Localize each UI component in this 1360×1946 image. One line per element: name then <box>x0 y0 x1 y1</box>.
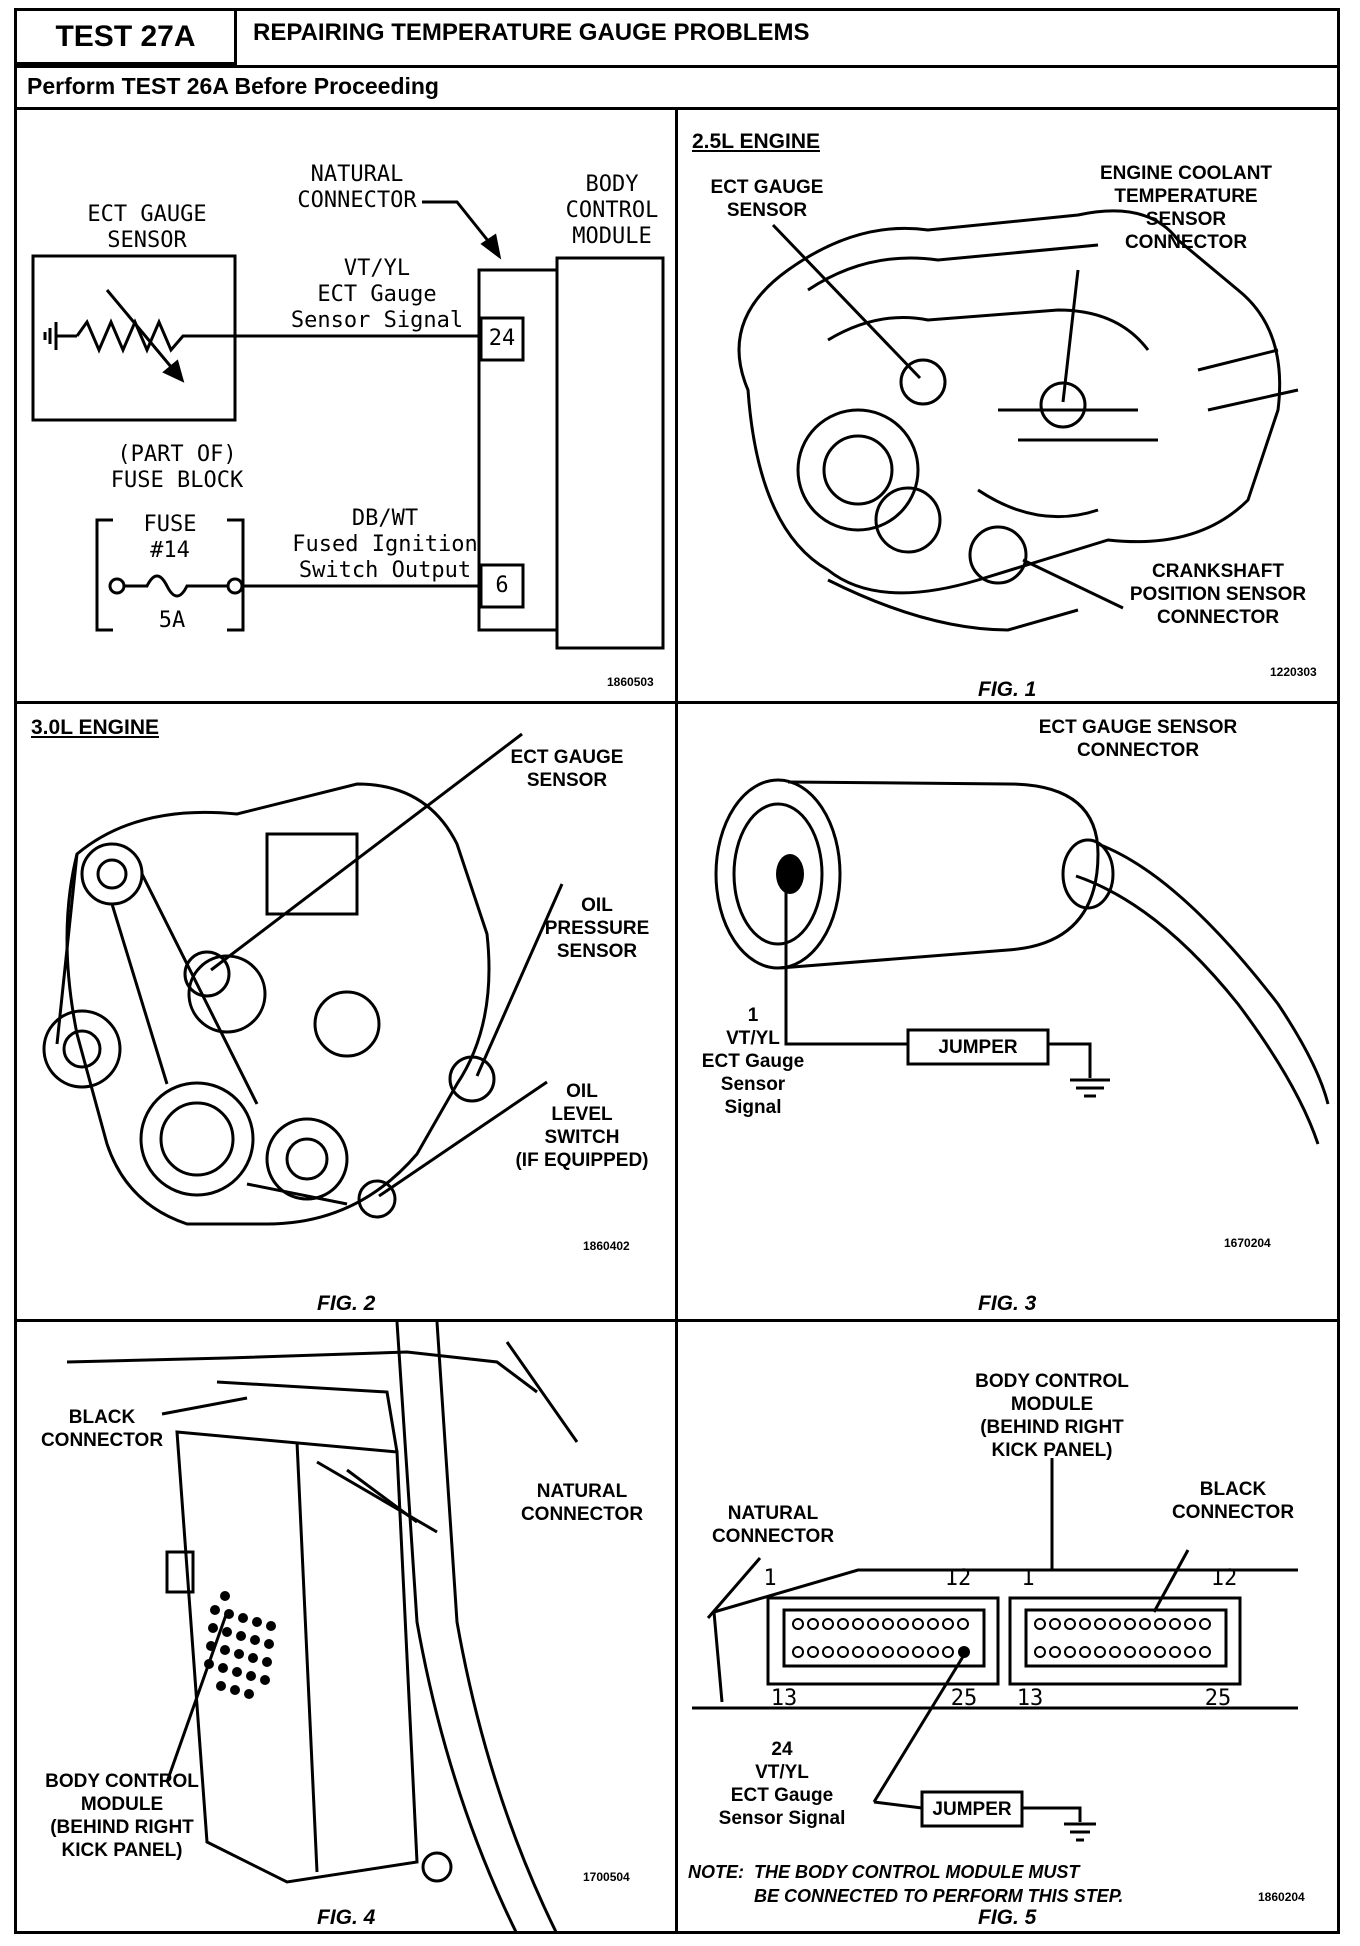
pin-13-black: 13 <box>1016 1686 1044 1711</box>
fig5-bcm-label: BODY CONTROL MODULE (BEHIND RIGHT KICK P… <box>975 1371 1129 1461</box>
fig1-ect-connector-label: ENGINE COOLANT TEMPERATURE SENSOR CONNEC… <box>1099 163 1273 253</box>
fig4-natural-connector-label: NATURAL CONNECTOR <box>520 1481 644 1525</box>
fig4-panel: BLACK CONNECTOR NATURAL CONNECTOR BODY C… <box>17 1322 675 1934</box>
fig3-pin-label: 1 VT/YL ECT Gauge Sensor Signal <box>701 1005 805 1118</box>
pin-24-highlight <box>958 1646 970 1658</box>
page-title: REPAIRING TEMPERATURE GAUGE PROBLEMS <box>253 19 810 46</box>
fig3-panel: ECT GAUGE SENSOR CONNECTOR 1 VT/YL ECT G… <box>678 704 1340 1319</box>
figure-reference: 1220303 <box>1270 665 1317 679</box>
fig5-note-prefix: NOTE: <box>688 1862 744 1882</box>
schematic-drawing <box>31 200 665 650</box>
fig2-title: 3.0L ENGINE <box>31 716 159 739</box>
figure-reference: 1860204 <box>1258 1890 1305 1904</box>
fig5-panel: BODY CONTROL MODULE (BEHIND RIGHT KICK P… <box>678 1322 1340 1934</box>
fig2-caption: FIG. 2 <box>317 1292 376 1315</box>
wire-label-ignition: DB/WT Fused Ignition Switch Output <box>292 506 478 583</box>
bcm-connector-illustration <box>692 1458 1298 1842</box>
fuse-block-label: (PART OF) FUSE BLOCK <box>110 442 244 493</box>
document-page: TEST 27A REPAIRING TEMPERATURE GAUGE PRO… <box>14 8 1340 1934</box>
engine-30l-illustration <box>42 732 564 1226</box>
wire-label-signal: VT/YL ECT Gauge Sensor Signal <box>290 256 464 333</box>
pin-12-black: 12 <box>1210 1566 1238 1591</box>
fig1-ect-gauge-sensor-label: ECT GAUGE SENSOR <box>710 177 824 221</box>
engine-25l-illustration <box>737 209 1299 632</box>
fig5-note-line1: THE BODY CONTROL MODULE MUST <box>754 1862 1080 1882</box>
pin-13-natural: 13 <box>770 1686 798 1711</box>
fig5-black-connector-label: BLACK CONNECTOR <box>1171 1479 1295 1523</box>
fig3-connector-label: ECT GAUGE SENSOR CONNECTOR <box>1038 717 1238 761</box>
header: TEST 27A REPAIRING TEMPERATURE GAUGE PRO… <box>17 11 1337 107</box>
pin-25-natural: 25 <box>950 1686 978 1711</box>
figure-reference: 1860503 <box>607 675 654 689</box>
fuse-label: FUSE #14 <box>143 512 197 563</box>
fig4-black-connector-label: BLACK CONNECTOR <box>40 1407 164 1451</box>
figure-reference: 1670204 <box>1224 1236 1271 1250</box>
fig3-caption: FIG. 3 <box>978 1292 1037 1315</box>
fig1-caption: FIG. 1 <box>978 678 1037 701</box>
pin-1-black: 1 <box>1021 1566 1035 1591</box>
body-control-module-label: BODY CONTROL MODULE <box>565 172 659 249</box>
fig5-pin-label: 24 VT/YL ECT Gauge Sensor Signal <box>718 1739 846 1829</box>
fig4-bcm-label: BODY CONTROL MODULE (BEHIND RIGHT KICK P… <box>45 1771 199 1861</box>
fig3-jumper-label: JUMPER <box>938 1037 1018 1058</box>
fig1-title: 2.5L ENGINE <box>692 130 820 153</box>
pin-24: 24 <box>488 326 516 351</box>
pin-12-natural: 12 <box>944 1566 972 1591</box>
fig5-jumper-label: JUMPER <box>932 1799 1012 1820</box>
fig1-crankshaft-connector-label: CRANKSHAFT POSITION SENSOR CONNECTOR <box>1129 561 1307 628</box>
fig1-panel: 2.5L ENGINE ECT GAUGE SENSOR ENGINE COOL… <box>678 110 1340 701</box>
fig5-caption: FIG. 5 <box>978 1906 1037 1929</box>
ect-connector-illustration <box>714 778 1330 1145</box>
natural-connector-label: NATURAL CONNECTOR <box>297 162 417 213</box>
figure-reference: 1860402 <box>583 1239 630 1253</box>
bcm-location-illustration <box>66 1322 579 1934</box>
fig2-oil-level-label: OIL LEVEL SWITCH (IF EQUIPPED) <box>515 1081 649 1171</box>
pin-25-black: 25 <box>1204 1686 1232 1711</box>
page-subtitle: Perform TEST 26A Before Proceeding <box>27 73 439 99</box>
test-id: TEST 27A <box>17 11 237 65</box>
figure-reference: 1700504 <box>583 1870 630 1884</box>
pin-6: 6 <box>495 573 509 598</box>
ect-gauge-sensor-label: ECT GAUGE SENSOR <box>87 202 207 253</box>
fig2-ect-gauge-sensor-label: ECT GAUGE SENSOR <box>510 747 624 791</box>
divider <box>17 65 1337 68</box>
pin-1-natural: 1 <box>763 1566 777 1591</box>
fig2-panel: 3.0L ENGINE ECT GAUGE SENSOR OIL PRESSUR… <box>17 704 675 1319</box>
fig5-natural-connector-label: NATURAL CONNECTOR <box>711 1503 835 1547</box>
fuse-rating: 5A <box>158 608 186 633</box>
schematic-panel: ECT GAUGE SENSOR NATURAL CONNECTOR BODY … <box>17 110 675 701</box>
fig4-caption: FIG. 4 <box>317 1906 376 1929</box>
divider <box>675 107 678 1934</box>
fig5-note-line2: BE CONNECTED TO PERFORM THIS STEP. <box>754 1886 1124 1906</box>
fig2-oil-pressure-label: OIL PRESSURE SENSOR <box>544 895 650 962</box>
connector-pins <box>792 1618 1211 1658</box>
